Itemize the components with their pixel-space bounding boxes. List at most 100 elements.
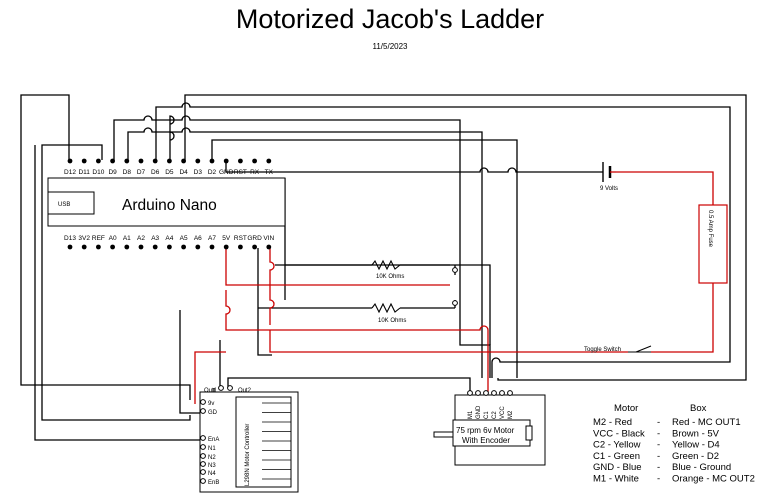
legend-motor-wire: VCC - Black — [593, 428, 645, 439]
bottom-pin-label: A3 — [151, 235, 159, 242]
bottom-pin-label: RST — [234, 235, 247, 242]
battery: 9 Volts — [600, 162, 618, 192]
legend-dash: - — [657, 462, 660, 473]
legend-motor-wire: C2 - Yellow — [593, 440, 641, 451]
top-pin-dot — [96, 158, 101, 164]
battery-label: 9 Volts — [600, 186, 618, 192]
out2-label: Out2 — [238, 388, 252, 394]
legend-header-motor: Motor — [614, 403, 638, 414]
toggle-switch: Toggle Switch — [584, 345, 652, 353]
out1-label: Out1 — [204, 388, 218, 394]
legend-box-wire: Blue - Ground — [672, 462, 731, 473]
motor-end-cap — [525, 425, 533, 441]
controller-pin-label: N1 — [208, 446, 216, 452]
bottom-pin-label: VIN — [263, 235, 274, 242]
top-pin-label: RX — [250, 169, 260, 176]
bottom-pin-label: A7 — [208, 235, 216, 242]
motor-pin-label: GND — [476, 405, 482, 419]
legend-box-wire: Orange - MC OUT2 — [672, 474, 755, 485]
chip-fins — [262, 402, 291, 480]
controller-chip — [235, 396, 292, 488]
controller-pin-label: 9v — [208, 401, 214, 407]
controller-pin-label: N2 — [208, 455, 216, 461]
bottom-pin-label: A1 — [123, 235, 131, 242]
controller-pin-label: GD — [208, 410, 218, 416]
controller-pin-terminal — [200, 399, 206, 405]
black-wires — [20, 94, 747, 441]
top-pin-label: D12 — [64, 169, 76, 176]
top-pin-dot — [266, 158, 272, 164]
top-pin-dot — [195, 158, 201, 164]
top-pin-dot — [238, 158, 243, 164]
bottom-pin-dot — [223, 244, 229, 250]
motor-pin-label: M1 — [468, 410, 474, 419]
usb-connector — [47, 191, 95, 215]
top-pin-dot — [67, 158, 73, 164]
legend-motor-wire: C1 - Green — [593, 451, 640, 462]
bottom-pin-dot — [266, 244, 272, 250]
toggle-switch-label: Toggle Switch — [584, 347, 621, 353]
motor-pin-terminal — [507, 390, 513, 396]
motor-pin-label: M2 — [508, 410, 514, 419]
bottom-pin-label: GRD — [247, 235, 262, 242]
motor-label-line2: With Encoder — [462, 436, 510, 445]
bottom-pin-dot — [96, 244, 101, 250]
top-pin-label: RST — [234, 169, 247, 176]
diagram-date: 11/5/2023 — [372, 42, 408, 51]
fuse: 0.5 Amp Fuse — [698, 204, 728, 284]
bottom-pin-dot — [152, 244, 158, 250]
top-pin-label: D2 — [208, 169, 217, 176]
top-pin-label: D5 — [165, 169, 174, 176]
legend-dash: - — [657, 474, 660, 485]
resistor-1-label: 10K Ohms — [376, 274, 404, 280]
motor-pin-label: VCC — [500, 406, 506, 419]
legend-dash: - — [657, 451, 660, 462]
legend-motor-wire: M1 - White — [593, 474, 639, 485]
controller-pin-terminal — [200, 478, 206, 484]
controller-name: L298N Motor Controller — [245, 424, 251, 486]
top-pin-label: GND — [219, 169, 234, 176]
top-pin-label: D11 — [78, 169, 90, 176]
top-pin-label: D8 — [123, 169, 132, 176]
bottom-pin-dot — [81, 244, 87, 250]
resistor-2: 10K Ohms — [371, 302, 406, 324]
bottom-pin-label: 3V2 — [78, 235, 90, 242]
top-pin-dot — [138, 158, 144, 164]
legend-dash: - — [657, 417, 660, 428]
top-pin-dot — [181, 158, 187, 164]
controller-pin-terminal — [200, 453, 206, 459]
motor-pin-terminal — [483, 390, 489, 396]
controller-pin-terminal — [200, 469, 206, 475]
switch-contact-1 — [452, 267, 458, 273]
bottom-pin-label: A6 — [194, 235, 202, 242]
top-pin-label: TX — [265, 169, 274, 176]
fuse-label: 0.5 Amp Fuse — [707, 210, 713, 248]
top-pin-dot — [152, 158, 158, 164]
top-pin-dot — [124, 158, 130, 164]
top-pin-label: D7 — [137, 169, 146, 176]
controller-pin-label: EnB — [208, 480, 219, 486]
bottom-pin-dot — [167, 244, 172, 250]
controller-pin-label: EnA — [208, 437, 219, 443]
bottom-pin-dot — [67, 244, 73, 250]
bottom-pin-dot — [195, 244, 201, 250]
motor-body — [452, 419, 531, 447]
controller-pin-terminal — [200, 435, 206, 441]
top-pin-label: D10 — [92, 169, 104, 176]
top-pin-dot — [209, 158, 215, 164]
top-pin-label: D6 — [151, 169, 160, 176]
top-pin-dot — [252, 158, 257, 164]
bottom-pin-dot — [238, 244, 243, 250]
bottom-pin-label: 5V — [222, 235, 231, 242]
motor-pin-terminal — [467, 390, 473, 396]
bottom-pin-dot — [110, 244, 115, 250]
top-pin-label: D3 — [194, 169, 203, 176]
legend-motor-wire: GND - Blue — [593, 462, 642, 473]
motor-shaft — [433, 431, 454, 438]
resistor-1: 10K Ohms — [371, 259, 404, 280]
